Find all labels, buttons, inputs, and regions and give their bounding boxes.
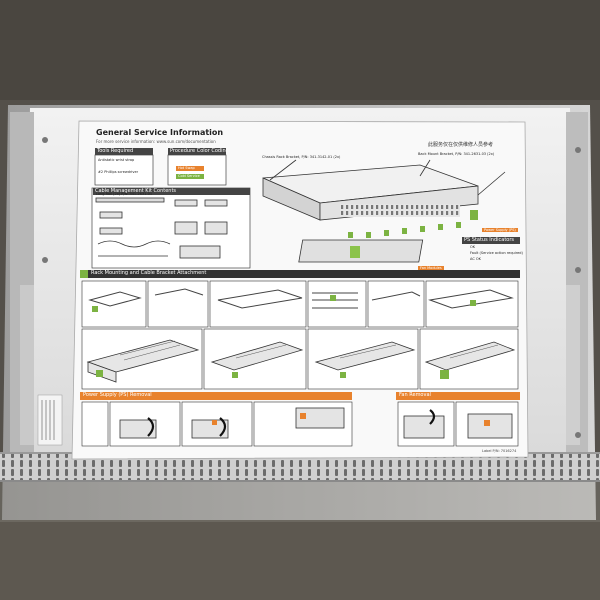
tool-screwdriver: #2 Phillips screwdriver — [98, 170, 139, 174]
long-rail-label: Long Rail (2x) P/N: 341-2631-01 — [96, 192, 153, 196]
page-subtitle: For more service information: www.sun.co… — [96, 139, 216, 144]
tool-wrist-strap: Antistatic wrist strap — [98, 158, 135, 162]
back-mount-bracket-label: Back Mount Bracket, P/N: 341-2631-03 (2x… — [418, 152, 495, 156]
ps-status-header: PS Status Indicators — [462, 237, 520, 244]
cold-service-swatch — [176, 174, 204, 179]
ps-status-fault: Fault (Service action required) — [470, 251, 523, 255]
power-supply-callout: Power Supply (PS) — [482, 228, 518, 232]
screw-icon — [42, 137, 581, 438]
tools-required-header: Tools Required — [95, 148, 153, 155]
label-part-number: Label P/N: 7016274 — [482, 449, 517, 453]
page-title: General Service Information — [96, 128, 224, 137]
hot-swap-label: Hot Swap — [178, 166, 195, 170]
ps-removal-header-bar — [80, 392, 352, 400]
cable-kit-header: Cable Management Kit Contents — [93, 188, 250, 195]
chassis-rack-bracket-label: Chassis Rack Bracket, P/N: 341-3142-01 (… — [262, 155, 341, 159]
procedure-color-header: Procedure Color Coding — [168, 148, 226, 155]
ps-removal-header: Power Supply (PS) Removal — [83, 392, 152, 398]
fan-removal-header-bar — [396, 392, 520, 400]
cold-service-label: Cold Service — [178, 174, 200, 178]
server-illustration — [262, 159, 506, 263]
rack-mounting-header: Rack Mounting and Cable Bracket Attachme… — [91, 270, 207, 276]
fan-modules-callout: Fan Modules — [418, 266, 444, 270]
ps-status-ok: OK — [470, 245, 476, 249]
hot-swap-swatch — [176, 166, 204, 171]
ps-status-ac: AC OK — [470, 257, 481, 261]
chinese-title: 此服务仅在仅供维修人员参考 — [428, 142, 494, 148]
fan-removal-header: Fan Removal — [399, 392, 431, 398]
